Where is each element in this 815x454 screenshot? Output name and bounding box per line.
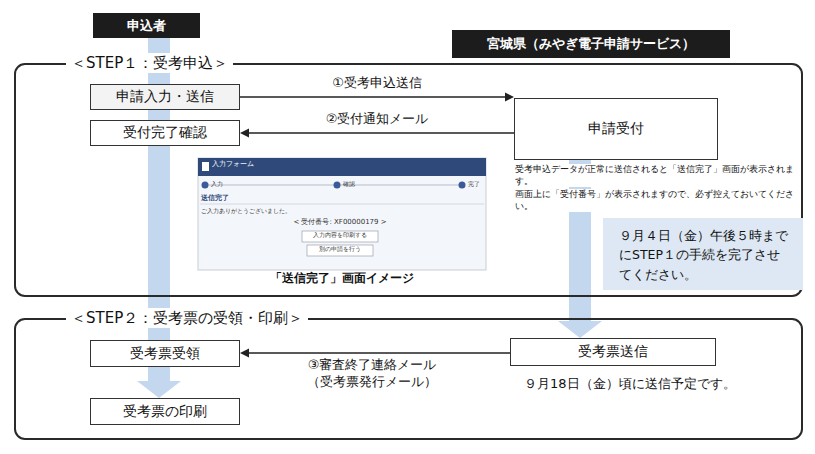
flow-band-arrow bbox=[137, 367, 181, 398]
screen-text: 入力 bbox=[211, 180, 241, 188]
message-arrow bbox=[240, 93, 514, 102]
actor-header: 申込者 bbox=[93, 13, 200, 38]
actor-header: 宮城県（みやぎ電子申請サービス） bbox=[452, 30, 730, 58]
node-text: 申請受付 bbox=[588, 120, 644, 138]
note-text: 受考申込データが正常に送信されると「送信完了」画面が表示されます。 bbox=[515, 164, 799, 187]
screen-text: 送信完了 bbox=[201, 194, 281, 203]
screen-text: 完了 bbox=[468, 180, 483, 188]
screen-text: 入力内容を印刷する bbox=[302, 232, 378, 239]
step-heading: ＜STEP１：受考申込＞ bbox=[66, 53, 233, 73]
node-text: 受考票の印刷 bbox=[123, 403, 207, 421]
process-box: 申請入力・送信 bbox=[90, 84, 240, 110]
node-text: 申込者 bbox=[127, 17, 166, 35]
edge-label: ①受考申込送信 bbox=[310, 75, 444, 92]
edge-label: ③審査終了連絡メール （受考票発行メール） bbox=[303, 357, 441, 391]
process-box: 受考票送信 bbox=[510, 338, 716, 366]
node-text: ９月４日（金）午後５時までにSTEP１の手続を完了させてください。 bbox=[619, 226, 791, 284]
node-text: 宮城県（みやぎ電子申請サービス） bbox=[487, 35, 695, 53]
screen-text: 確認 bbox=[343, 180, 373, 188]
edge-label: ②受付通知メール bbox=[310, 111, 444, 128]
process-box: 申請受付 bbox=[514, 98, 718, 160]
screen-text: 入力フォーム bbox=[212, 160, 292, 169]
node-text: 受付完了確認 bbox=[123, 124, 207, 142]
deadline-box: ９月４日（金）午後５時までにSTEP１の手続を完了させてください。 bbox=[603, 218, 803, 290]
figure-caption: 「送信完了」画面イメージ bbox=[262, 271, 422, 287]
screenshot-illustration bbox=[198, 158, 486, 270]
process-box: 受考票受領 bbox=[90, 340, 240, 367]
screen-text: 別の申請を行う bbox=[307, 246, 373, 253]
step-heading: ＜STEP２：受考票の受領・印刷＞ bbox=[66, 308, 308, 328]
process-box: 受付完了確認 bbox=[90, 120, 240, 146]
screen-text: < 受付番号: XF00000179 > bbox=[265, 218, 415, 227]
node-text: 受考票受領 bbox=[130, 345, 200, 363]
note-text: 画面上に「受付番号」が表示されますので、必ず控えておいてください。 bbox=[515, 189, 799, 212]
node-text: 受考票送信 bbox=[578, 343, 648, 361]
message-arrow bbox=[240, 129, 514, 138]
process-box: 受考票の印刷 bbox=[90, 398, 240, 425]
note-text: ９月18日（金）頃に送信予定です。 bbox=[524, 376, 774, 393]
screen-text: ご入力ありがとうございました。 bbox=[201, 207, 341, 215]
node-text: 申請入力・送信 bbox=[116, 88, 214, 106]
